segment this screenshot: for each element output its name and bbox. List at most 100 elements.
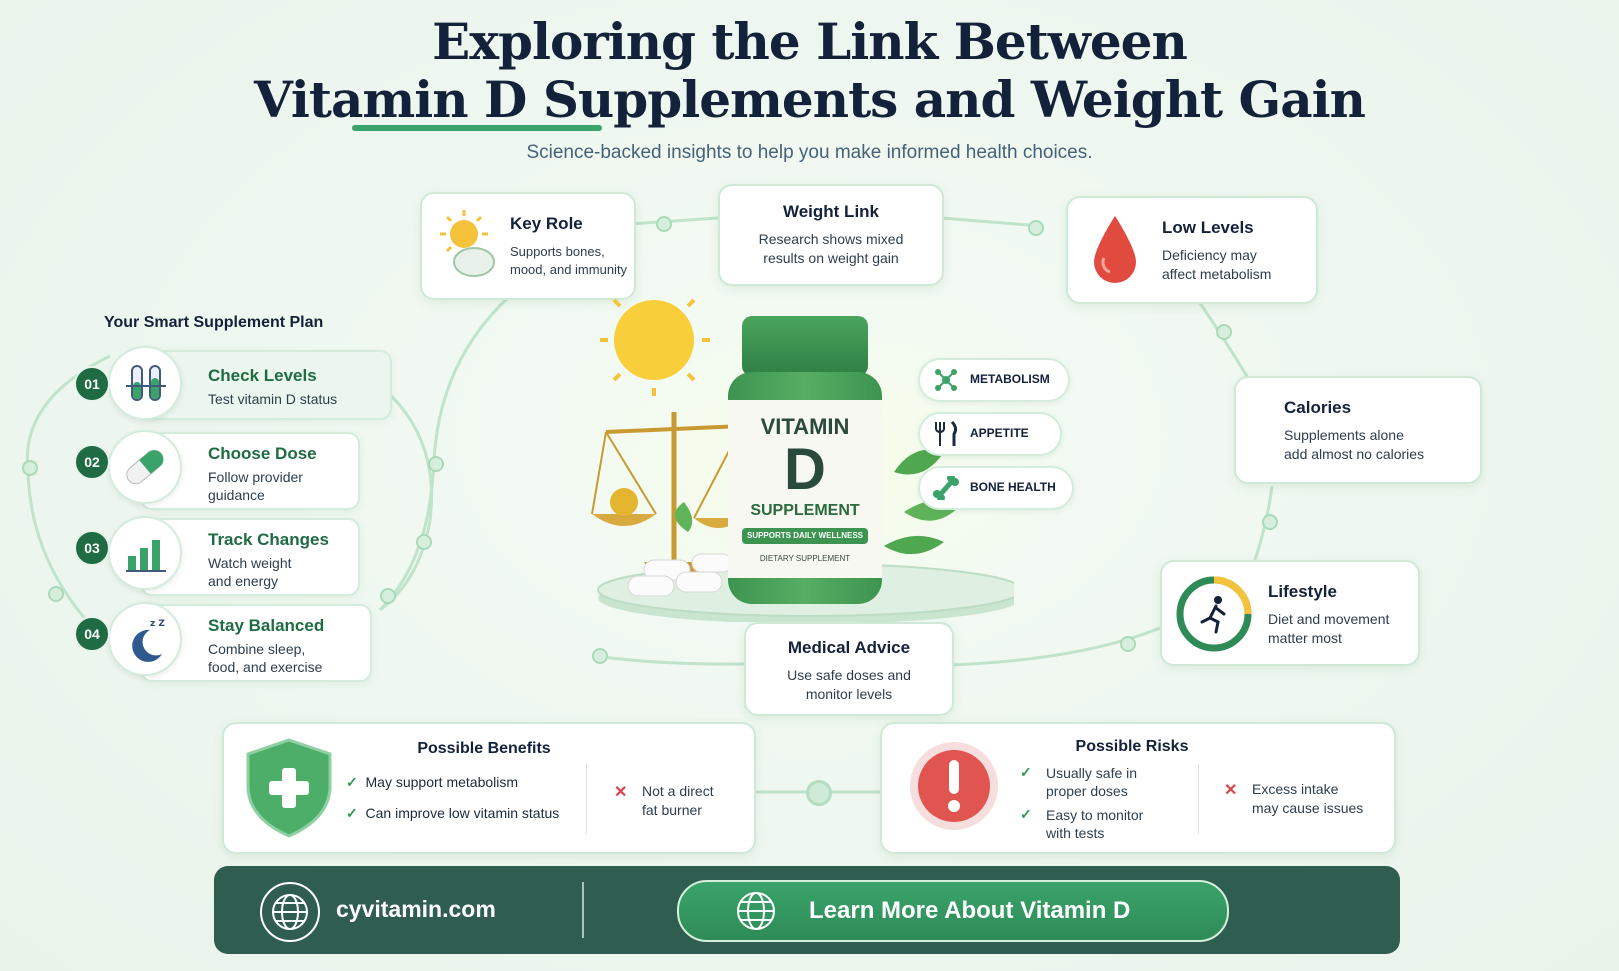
bottle-label-band: SUPPORTS DAILY WELLNESS [742, 528, 868, 544]
risk-pro-text: proper doses [1046, 783, 1128, 799]
tag-metabolism: METABOLISM [918, 358, 1070, 402]
connector-dot [48, 586, 64, 602]
molecule-icon [935, 369, 957, 391]
step-icon-bar-chart [108, 516, 182, 590]
step-number: 03 [74, 530, 110, 566]
connector-dot [592, 648, 608, 664]
divider [586, 764, 587, 834]
tag-label: METABOLISM [970, 372, 1050, 386]
supplement-bottle: VITAMIN D SUPPLEMENT SUPPORTS DAILY WELL… [728, 316, 882, 604]
connector-dot [1028, 220, 1044, 236]
connector-dot [656, 216, 672, 232]
card-title: Lifestyle [1268, 582, 1337, 601]
connector-dot [380, 588, 396, 604]
card-low-levels: Low Levels Deficiency may affect metabol… [1066, 196, 1318, 304]
connector-node-large [806, 780, 832, 806]
bottle-label-line1: VITAMIN [760, 414, 850, 439]
step-text: Test vitamin D status [208, 391, 338, 407]
connector-dot [22, 460, 38, 476]
tag-label: APPETITE [970, 426, 1029, 440]
divider [582, 882, 584, 938]
divider [1198, 764, 1199, 834]
plan-title: Your Smart Supplement Plan [104, 314, 324, 331]
tag-bone-health: BONE HEALTH [918, 466, 1074, 510]
globe-icon [272, 894, 308, 930]
card-text: Supports bones, [510, 244, 605, 259]
alert-icon [910, 742, 998, 830]
risk-pro-text: Usually safe in [1046, 765, 1138, 781]
check-icon: ✓ [346, 805, 358, 821]
step-label: Track Changes [208, 530, 329, 549]
bar-chart-icon [126, 540, 166, 572]
step-number: 02 [74, 444, 110, 480]
risks-title: Possible Risks [1075, 738, 1189, 755]
learn-more-button[interactable]: Learn More About Vitamin D [677, 880, 1229, 942]
fork-knife-icon [935, 420, 958, 446]
card-weight-link: Weight Link Research shows mixed results… [718, 184, 944, 286]
benefit-text: May support metabolism [365, 774, 519, 790]
learn-more-label: Learn More About Vitamin D [809, 897, 1131, 924]
svg-text:z Z: z Z [150, 619, 165, 629]
check-icon: ✓ [1020, 806, 1032, 822]
tag-appetite: APPETITE [918, 412, 1062, 456]
card-text: Diet and movement [1268, 611, 1390, 627]
card-title: Low Levels [1162, 218, 1254, 237]
cross-icon: ✕ [1224, 782, 1238, 799]
step-text: Follow provider [208, 469, 303, 485]
risk-con-text: may cause issues [1252, 800, 1364, 816]
tag-label: BONE HEALTH [970, 480, 1056, 494]
website-link[interactable]: cyvitamin.com [336, 896, 496, 922]
card-text: matter most [1268, 630, 1342, 646]
check-icon: ✓ [1020, 764, 1032, 780]
card-key-role: Key Role Supports bones, mood, and immun… [420, 192, 636, 300]
bottle-label-line2: D [784, 437, 826, 502]
benefit-item: ✓ Can improve low vitamin status [346, 805, 559, 822]
card-text: Supplements alone [1284, 427, 1404, 443]
step-icon-test-tubes [108, 346, 182, 420]
step-number: 01 [74, 366, 110, 402]
step-text: and energy [208, 573, 279, 589]
check-icon: ✓ [346, 774, 358, 790]
card-text: affect metabolism [1162, 266, 1272, 282]
globe-icon-wrap [260, 882, 320, 942]
card-text: Use safe doses and [787, 667, 911, 683]
card-title: Medical Advice [787, 638, 911, 657]
step-label: Choose Dose [208, 444, 317, 463]
step-label: Check Levels [208, 366, 317, 385]
cross-icon: ✕ [614, 784, 628, 801]
step-text: food, and exercise [208, 659, 323, 675]
connector-dot [1262, 514, 1278, 530]
step-text: guidance [208, 487, 265, 503]
benefits-panel: Possible Benefits ✓ May support metaboli… [222, 722, 756, 854]
connector-dot [1120, 636, 1136, 652]
capsule-icon [126, 449, 164, 485]
connector-dot [428, 456, 444, 472]
card-text: monitor levels [805, 686, 893, 702]
running-person-icon [1176, 576, 1252, 652]
page-title-line2: Vitamin D Supplements and Weight Gain [254, 70, 1366, 129]
step-icon-capsule [108, 430, 182, 504]
shield-plus-icon [246, 738, 332, 838]
card-text: add almost no calories [1284, 446, 1425, 462]
benefit-text: Can improve low vitamin status [365, 805, 560, 821]
bottle-label-line3: SUPPLEMENT [750, 502, 860, 519]
step-card-choose-dose: Choose Dose Follow provider guidance [140, 432, 360, 510]
card-title: Key Role [510, 214, 583, 233]
step-card-check-levels: Check Levels Test vitamin D status [140, 350, 392, 420]
page-title-line1: Exploring the Link Between [432, 12, 1188, 71]
card-text: results on weight gain [763, 250, 899, 266]
step-text: Combine sleep, [208, 641, 306, 657]
step-text: Watch weight [208, 555, 292, 571]
card-calories: Calories Supplements alone add almost no… [1234, 376, 1482, 484]
risk-pro-text: with tests [1046, 825, 1105, 841]
card-medical-advice: Medical Advice Use safe doses and monito… [744, 622, 954, 716]
bottle-label-footer: DIETARY SUPPLEMENT [759, 554, 851, 563]
moon-sleep-icon: z Z [132, 619, 165, 662]
bottle-cap [742, 316, 868, 376]
connector-dot [1216, 324, 1232, 340]
bone-icon [933, 476, 959, 500]
step-number: 04 [74, 616, 110, 652]
page-subtitle: Science-backed insights to help you make… [526, 142, 1093, 163]
step-icon-moon: z Z [108, 602, 182, 676]
card-lifestyle: Lifestyle Diet and movement matter most [1160, 560, 1420, 666]
